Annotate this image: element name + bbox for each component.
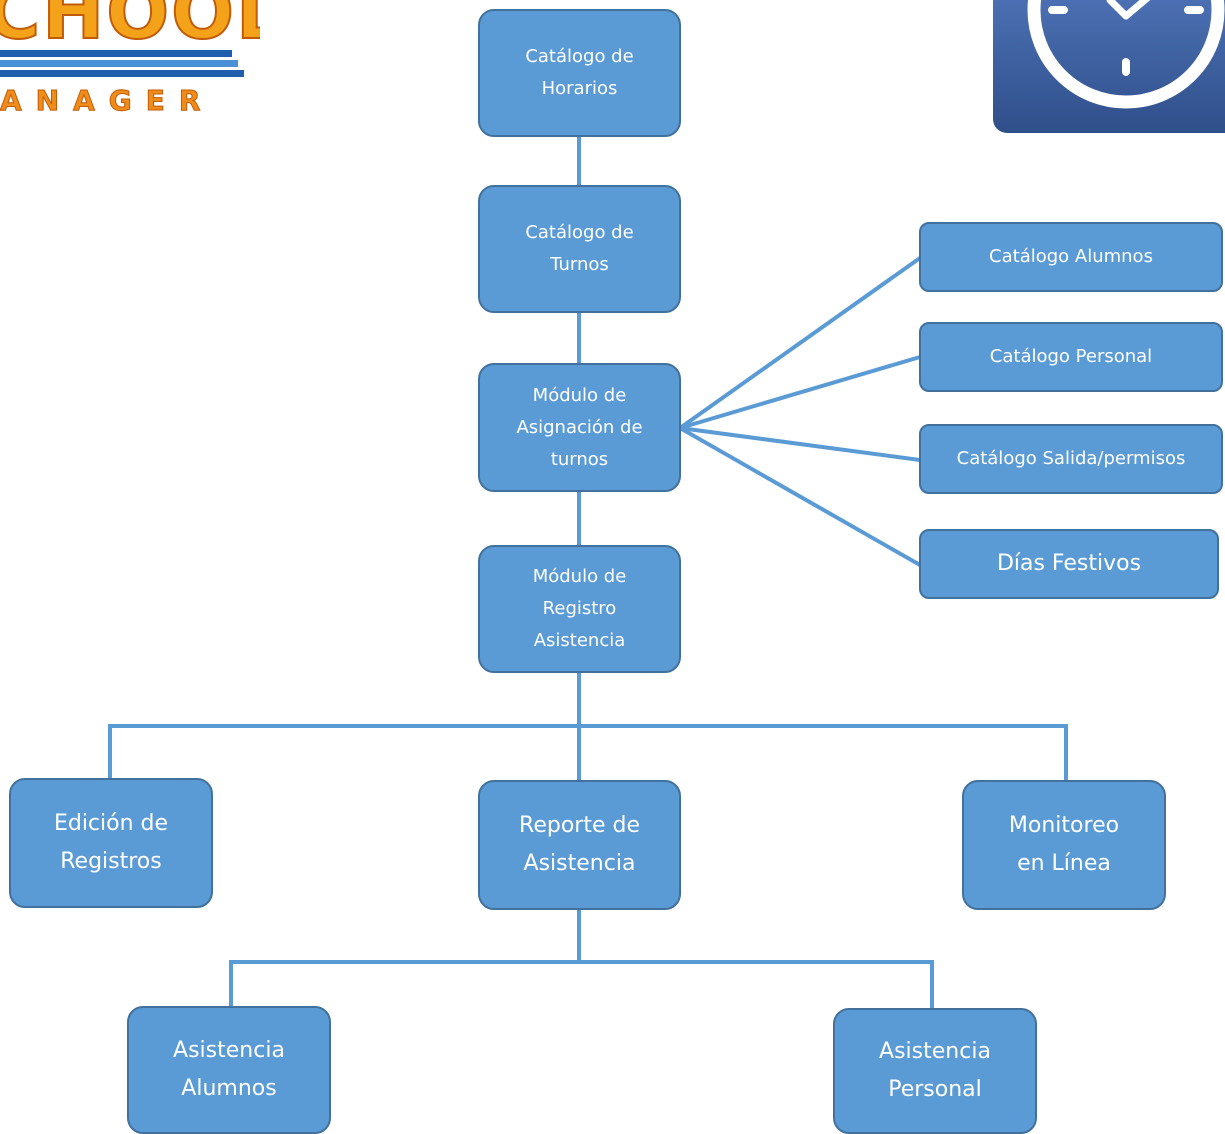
- edge-asignacion-personal: [679, 355, 921, 430]
- edge-reporte-branches: [229, 960, 934, 1010]
- clock-icon: [992, 0, 1225, 134]
- school-manager-logo: CHOOL ANAGER: [0, 0, 260, 112]
- node-catalogo-personal: Catálogo Personal: [919, 322, 1223, 392]
- node-reporte-asistencia: Reporte de Asistencia: [478, 780, 681, 910]
- logo-subword: ANAGER: [0, 84, 215, 113]
- node-catalogo-horarios: Catálogo de Horarios: [478, 9, 681, 137]
- node-dias-festivos: Días Festivos: [919, 529, 1219, 599]
- edge-asignacion-festivos: [679, 426, 921, 567]
- edge-registro-branches: [108, 724, 1068, 782]
- node-modulo-registro: Módulo de Registro Asistencia: [478, 545, 681, 673]
- node-edicion-registros: Edición de Registros: [9, 778, 213, 908]
- node-catalogo-turnos: Catálogo de Turnos: [478, 185, 681, 313]
- edge-asignacion-alumnos: [678, 256, 922, 430]
- node-catalogo-alumnos: Catálogo Alumnos: [919, 222, 1223, 292]
- node-modulo-asignacion: Módulo de Asignación de turnos: [478, 363, 681, 492]
- logo-stripe: [0, 50, 232, 57]
- logo-stripe: [0, 70, 244, 77]
- logo-stripe: [0, 60, 238, 67]
- node-asistencia-alumnos: Asistencia Alumnos: [127, 1006, 331, 1134]
- node-asistencia-personal: Asistencia Personal: [833, 1008, 1037, 1134]
- logo-wordmark: CHOOL: [0, 0, 260, 57]
- node-monitoreo-linea: Monitoreo en Línea: [962, 780, 1166, 910]
- node-catalogo-salida: Catálogo Salida/permisos: [919, 424, 1223, 494]
- edge-asignacion-salida: [679, 426, 921, 462]
